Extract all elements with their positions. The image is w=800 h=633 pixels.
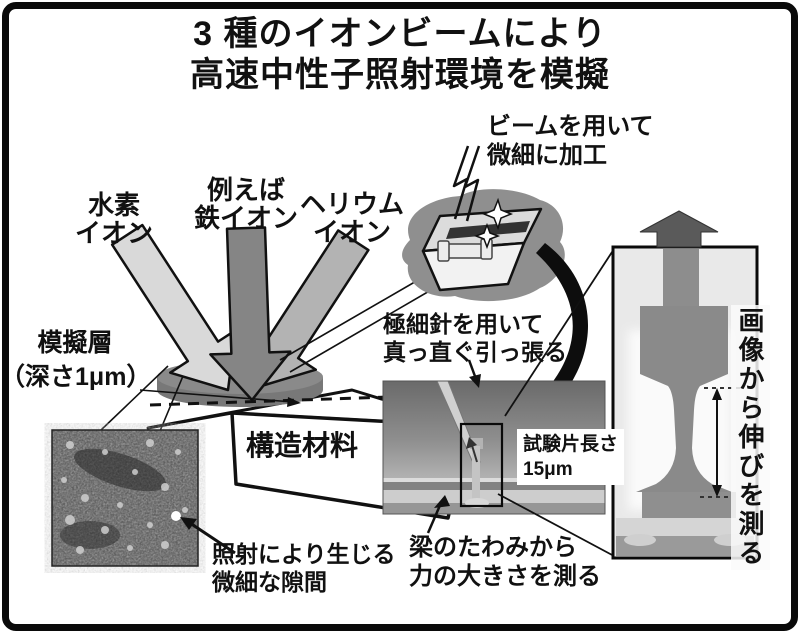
specimen-outline-box [459, 422, 504, 508]
zoom-callout-lines [497, 248, 615, 557]
layer-depth-marker [139, 389, 391, 407]
label-specimen-length: 試験片長さ 15μm [517, 429, 625, 485]
micrograph-callout-lines [99, 365, 184, 432]
label-needle-pull: 極細針を用いて 真っ直ぐ引っ張る [383, 311, 567, 365]
label-hydrogen-ion: 水素 イオン [74, 190, 153, 248]
title-line1: 3 種のイオンビームにより [193, 15, 607, 53]
ion-arrow-iron [209, 226, 292, 402]
label-structural-material: 構造材料 [246, 430, 359, 461]
spark-icon [473, 197, 514, 250]
needle-pull-arrow [467, 359, 481, 388]
title-line2: 高速中性子照射環境を模擬 [190, 56, 610, 94]
label-beam-processing: ビームを用いて 微細に加工 [487, 113, 654, 169]
micro-gap-arrow [180, 517, 236, 555]
beam-lightning-icon [452, 145, 481, 222]
label-micro-gaps: 照射により生じる 微細な隙間 [212, 541, 396, 595]
beam-processing-illustration [402, 145, 565, 302]
beam-deflection-arrow [426, 495, 450, 534]
label-helium-ion: ヘリウム イオン [299, 189, 404, 247]
label-beam-deflection: 梁のたわみから 力の大きさを測る [409, 534, 601, 590]
micro-gap-spot [171, 511, 181, 521]
micrograph-image [51, 429, 199, 567]
label-iron-ion: 例えば 鉄イオン [193, 175, 298, 233]
label-simulated-layer: 模擬層 （深さ1μm） [0, 329, 152, 391]
blob-callout-lines [279, 271, 439, 373]
micro-specimen [437, 238, 493, 262]
elongation-measure [700, 387, 744, 498]
pull-up-arrow [639, 210, 719, 248]
diagram-title: 3 種のイオンビームにより 高速中性子照射環境を模擬 [0, 14, 800, 96]
label-elongation-vertical: 画像から伸びを測る [731, 305, 770, 570]
